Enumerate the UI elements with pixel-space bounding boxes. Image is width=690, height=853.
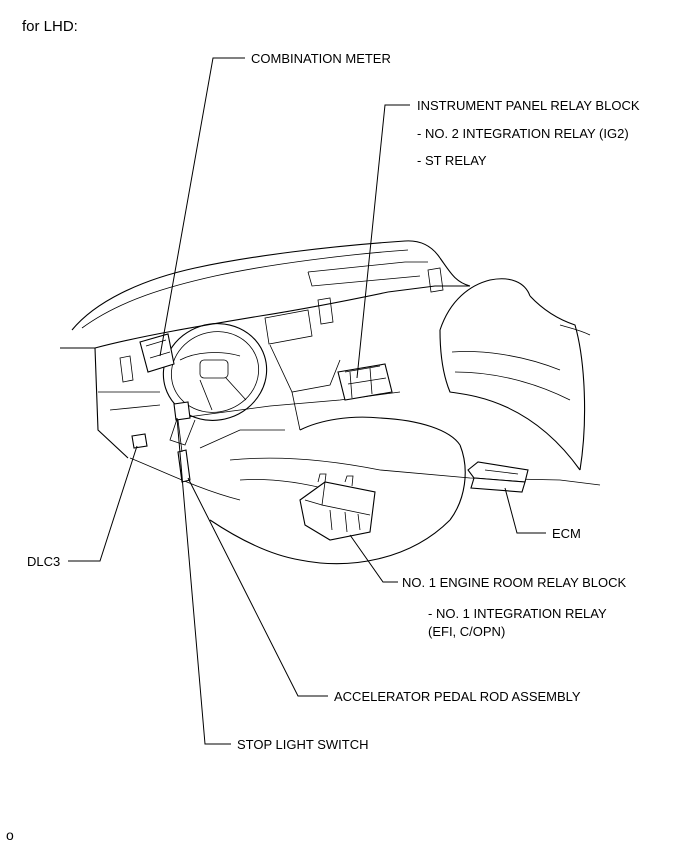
dlc3-part bbox=[131, 433, 148, 449]
label-no1-integration-relay: - NO. 1 INTEGRATION RELAY bbox=[428, 606, 607, 621]
steering-wheel bbox=[162, 323, 268, 446]
label-dlc3: DLC3 bbox=[27, 554, 61, 569]
label-stop-light-switch: STOP LIGHT SWITCH bbox=[237, 737, 369, 752]
accelerator-pedal-part bbox=[177, 419, 191, 483]
label-engine-room-relay-block: NO. 1 ENGINE ROOM RELAY BLOCK bbox=[402, 575, 627, 590]
label-ecm: ECM bbox=[552, 526, 581, 541]
label-no2-integration-relay: - NO. 2 INTEGRATION RELAY (IG2) bbox=[417, 126, 629, 141]
label-efi-copn: (EFI, C/OPN) bbox=[428, 624, 506, 639]
combination-meter-part bbox=[139, 333, 175, 373]
driver-seat-area bbox=[199, 416, 601, 565]
dashboard-outline bbox=[60, 240, 471, 501]
passenger-seat bbox=[439, 278, 591, 471]
engine-room-relay-block-part bbox=[299, 473, 376, 541]
label-accelerator-pedal-rod-assembly: ACCELERATOR PEDAL ROD ASSEMBLY bbox=[334, 689, 581, 704]
footer-mark: o bbox=[6, 827, 14, 843]
instrument-panel-relay-block-part bbox=[337, 363, 393, 401]
label-instrument-panel-relay-block: INSTRUMENT PANEL RELAY BLOCK bbox=[417, 98, 640, 113]
page-header: for LHD: bbox=[22, 18, 78, 35]
leader-lines bbox=[68, 57, 546, 745]
label-combination-meter: COMBINATION METER bbox=[251, 51, 391, 66]
stop-light-switch-part bbox=[173, 401, 191, 421]
ecm-part bbox=[467, 461, 529, 493]
label-st-relay: - ST RELAY bbox=[417, 153, 487, 168]
